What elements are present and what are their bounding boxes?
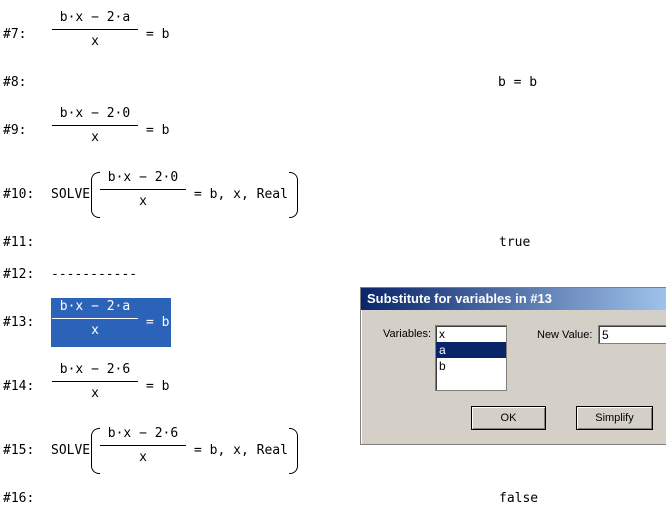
numerator: b·x − 2·6 — [59, 362, 131, 377]
denominator: x — [91, 130, 99, 145]
expression-label-16: #16: — [3, 491, 35, 506]
variables-label: Variables: — [383, 328, 432, 340]
right-paren — [289, 172, 298, 218]
expression-10[interactable]: b·x − 2·0 x — [100, 170, 186, 210]
denominator: x — [91, 34, 99, 49]
simplify-button[interactable]: Simplify — [576, 406, 653, 430]
numerator: b·x − 2·a — [59, 299, 131, 314]
expression-14[interactable]: b·x − 2·6 x — [52, 362, 138, 402]
expression-label-10: #10: — [3, 187, 35, 202]
substitute-dialog: Substitute for variables in #13 Variable… — [360, 287, 666, 445]
expression-13: b·x − 2·a x — [52, 299, 138, 339]
variables-listbox[interactable]: x a b — [435, 325, 507, 391]
expression-7-rhs: = b — [146, 27, 170, 42]
expression-13-rhs: = b — [146, 315, 170, 330]
expression-label-9: #9: — [3, 123, 27, 138]
expression-15-rhs: = b, x, Real — [194, 443, 288, 458]
result-16[interactable]: false — [499, 491, 539, 506]
expression-13-selected[interactable]: b·x − 2·a x = b — [51, 298, 171, 347]
expression-10-rhs: = b, x, Real — [194, 187, 288, 202]
fraction-bar — [100, 189, 186, 190]
right-paren — [289, 428, 298, 474]
solve-function-10: SOLVE — [51, 187, 91, 202]
expression-14-rhs: = b — [146, 379, 170, 394]
numerator: b·x − 2·0 — [107, 170, 179, 185]
dialog-title[interactable]: Substitute for variables in #13 — [361, 288, 666, 310]
expression-label-12: #12: — [3, 267, 35, 282]
expression-label-14: #14: — [3, 379, 35, 394]
expression-15[interactable]: b·x − 2·6 x — [100, 426, 186, 466]
new-value-input[interactable]: 5 — [598, 325, 666, 344]
result-8[interactable]: b = b — [498, 75, 538, 90]
numerator: b·x − 2·0 — [59, 106, 131, 121]
denominator: x — [91, 386, 99, 401]
fraction-bar — [52, 125, 138, 126]
expression-label-8: #8: — [3, 75, 27, 90]
denominator: x — [139, 450, 147, 465]
expression-9[interactable]: b·x − 2·0 x — [52, 106, 138, 146]
expression-label-15: #15: — [3, 443, 35, 458]
fraction-bar — [52, 318, 138, 319]
denominator: x — [91, 323, 99, 338]
fraction-bar — [100, 445, 186, 446]
variable-item-selected[interactable]: a — [436, 342, 506, 358]
ok-button[interactable]: OK — [471, 406, 546, 430]
new-value-label: New Value: — [537, 329, 593, 341]
variable-item[interactable]: x — [439, 327, 445, 341]
left-paren — [91, 172, 100, 218]
denominator: x — [139, 194, 147, 209]
expression-7[interactable]: b·x − 2·a x — [52, 10, 138, 50]
numerator: b·x − 2·6 — [107, 426, 179, 441]
separator-dashes-12: ----------- — [51, 267, 138, 282]
left-paren — [91, 428, 100, 474]
expression-9-rhs: = b — [146, 123, 170, 138]
expression-label-11: #11: — [3, 235, 35, 250]
result-11[interactable]: true — [499, 235, 531, 250]
fraction-bar — [52, 381, 138, 382]
variable-item[interactable]: b — [439, 359, 446, 373]
expression-label-13: #13: — [3, 315, 35, 330]
fraction-bar — [52, 29, 138, 30]
expression-label-7: #7: — [3, 27, 27, 42]
solve-function-15: SOLVE — [51, 443, 91, 458]
numerator: b·x − 2·a — [59, 10, 131, 25]
